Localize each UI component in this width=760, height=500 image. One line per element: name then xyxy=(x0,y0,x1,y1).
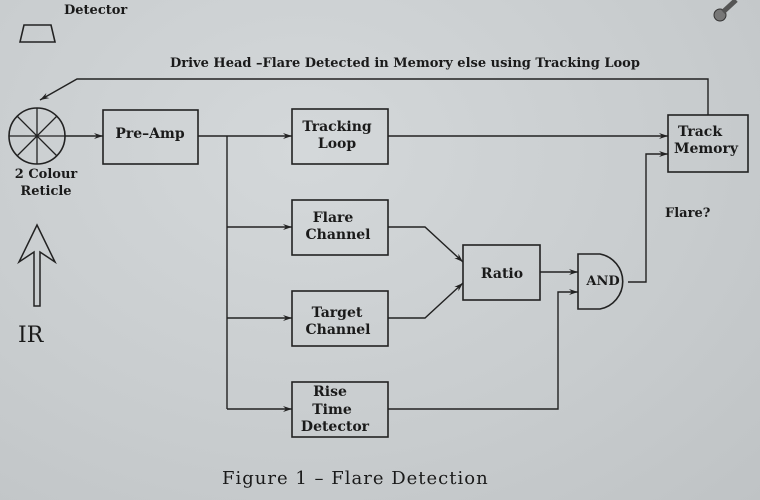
rise-time-label-1: Rise xyxy=(313,384,347,400)
target-channel-label-1: Target xyxy=(312,305,363,321)
feedback-label: Drive Head –Flare Detected in Memory els… xyxy=(170,56,640,71)
wire-flare-to-ratio xyxy=(388,226,464,263)
detector-label: Detector xyxy=(64,3,127,18)
reticle-label-2: Reticle xyxy=(20,184,71,199)
and-gate-label: AND xyxy=(585,274,619,289)
track-memory-label-2: Memory xyxy=(674,141,739,157)
detector-icon xyxy=(18,24,57,43)
block-preamp xyxy=(102,109,199,165)
tracking-loop-label-1: Tracking xyxy=(302,119,372,135)
target-channel-label-2: Channel xyxy=(306,322,371,338)
flare-channel-label-1: Flare xyxy=(313,210,354,226)
preamp-label: Pre–Amp xyxy=(115,126,184,142)
flare-question-label: Flare? xyxy=(665,206,711,221)
figure-caption: Figure 1 – Flare Detection xyxy=(222,468,489,489)
track-memory-label-1: Track xyxy=(678,124,722,140)
reticle-label-1: 2 Colour xyxy=(15,167,78,182)
rise-time-label-3: Detector xyxy=(301,419,370,435)
screw-shaft xyxy=(721,0,738,14)
wire-memory-to-reticle xyxy=(39,78,709,115)
wire-target-to-ratio xyxy=(388,282,464,319)
wire-rise-to-and xyxy=(388,289,578,410)
wire-and-to-memory xyxy=(628,151,668,283)
ir-arrow-icon xyxy=(17,223,57,307)
tracking-loop-label-2: Loop xyxy=(318,136,357,152)
rise-time-label-2: Time xyxy=(312,402,352,418)
ir-label: IR xyxy=(18,323,45,348)
block-track-memory xyxy=(667,114,749,173)
and-gate-icon xyxy=(577,253,624,310)
flare-channel-label-2: Channel xyxy=(306,227,371,243)
reticle-icon xyxy=(8,107,66,165)
ratio-label: Ratio xyxy=(481,266,523,282)
